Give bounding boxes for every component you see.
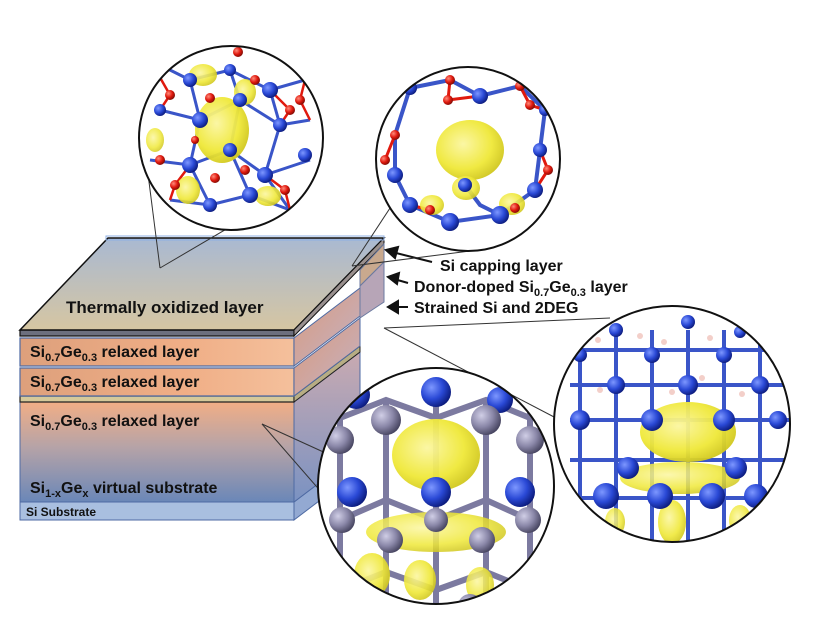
sige-relaxed-layer-2 [19,316,361,398]
virtual-substrate-label: Si1-xGex virtual substrate [30,480,218,500]
oxide-atomic-zoom [138,45,324,231]
sige-atomic-zoom [317,367,555,605]
strained-si-strip [19,395,295,403]
capping-atomic-zoom [375,66,561,252]
donor-doped-callout: Donor-doped Si0.7Ge0.3 layer [414,279,628,299]
si-capping-callout: Si capping layer [440,258,563,275]
relaxed-layer-2-label: Si0.7Ge0.3 relaxed layer [30,374,199,394]
relaxed-layer-1-label: Si0.7Ge0.3 relaxed layer [30,344,199,364]
si-substrate-label: Si Substrate [26,505,96,519]
strained-si-callout: Strained Si and 2DEG [414,300,578,317]
sige-relaxed-layer-1 [19,286,361,368]
oxide-layer-label: Thermally oxidized layer [66,298,264,317]
layer-stack [18,235,386,522]
strained-si-atomic-zoom [553,305,791,543]
callout-arrows [383,245,433,315]
relaxed-layer-3-label: Si0.7Ge0.3 relaxed layer [30,413,199,433]
oxide-layer [18,235,386,338]
